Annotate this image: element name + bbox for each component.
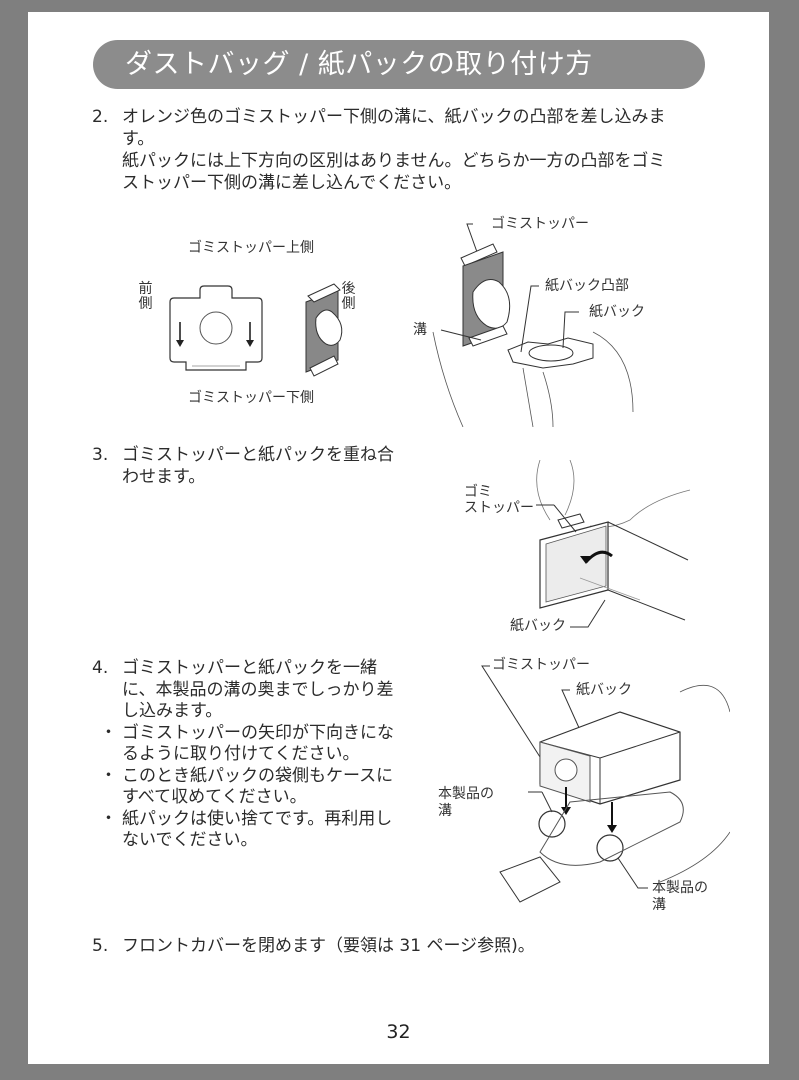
label-stopper: ゴミストッパー bbox=[492, 657, 590, 673]
step-text: し込みます。 bbox=[122, 701, 223, 721]
step-text: す。 bbox=[122, 129, 155, 149]
step-number: 5. bbox=[92, 936, 109, 956]
step-number: 2. bbox=[92, 107, 109, 127]
insert-tab-illustration-icon bbox=[432, 223, 634, 427]
note-text: ないでください。 bbox=[122, 830, 258, 850]
bullet-dot: ・ bbox=[100, 808, 117, 829]
label-bag-tab: 紙バック凸部 bbox=[545, 278, 629, 294]
step-5: 5. フロントカバーを閉めます（要領は 31 ページ参照)。 bbox=[92, 935, 732, 957]
step-text: に、本製品の溝の奥までしっかり差 bbox=[122, 679, 394, 700]
step-3: 3. ゴミストッパーと紙パックを重ね合 わせます。 bbox=[92, 444, 422, 488]
note-item: ・ 紙パックは使い捨てです。再利用し ないでください。 bbox=[100, 808, 432, 852]
label-bag: 紙バック bbox=[576, 682, 632, 698]
figure-stopper-orientation: ゴミストッパー上側 前 側 後 側 ゴミストッパー下側 bbox=[138, 240, 388, 420]
label-stopper: ゴミストッパー bbox=[491, 216, 589, 232]
label-char: 側 bbox=[138, 296, 153, 312]
note-text: るように取り付けてください。 bbox=[122, 744, 360, 764]
note-text: すべて収めてください。 bbox=[122, 787, 307, 807]
figure-insert-bag-tab: ゴミストッパー 紙バック凸部 紙バック 溝 bbox=[403, 212, 703, 427]
step-number: 4. bbox=[92, 658, 109, 678]
label-bag: 紙バック bbox=[510, 618, 566, 634]
label-front-side: 前 側 bbox=[138, 282, 153, 312]
label-stopper-bottom: ゴミストッパー下側 bbox=[188, 390, 314, 406]
stopper-diagram-icon bbox=[169, 283, 343, 377]
figure-insert-into-product: ゴミストッパー 紙バック 本製品の 溝 本製品の 溝 bbox=[430, 652, 730, 922]
page-number: 32 bbox=[386, 1021, 411, 1043]
note-item: ・ このとき紙パックの袋側もケースに すべて収めてください。 bbox=[100, 765, 432, 809]
step-text: フロントカバーを閉めます（要領は 31 ページ参照)。 bbox=[122, 936, 535, 956]
label-groove-left-l1: 本製品の bbox=[438, 786, 494, 802]
step-text: ゴミストッパーと紙パックを重ね合 bbox=[122, 445, 394, 465]
label-char: 側 bbox=[341, 296, 356, 312]
label-back-side: 後 側 bbox=[341, 282, 356, 312]
label-groove: 溝 bbox=[413, 322, 427, 338]
note-text: ゴミストッパーの矢印が下向きにな bbox=[122, 722, 394, 743]
label-groove-right-l1: 本製品の bbox=[652, 880, 708, 896]
step-text: オレンジ色のゴミストッパー下側の溝に、紙バックの凸部を差し込みま bbox=[122, 107, 666, 127]
step-text: ゴミストッパーと紙パックを一緒 bbox=[122, 658, 377, 678]
section-title: ダストバッグ / 紙パックの取り付け方 bbox=[93, 40, 705, 89]
bullet-dot: ・ bbox=[100, 765, 117, 786]
step-2: 2. オレンジ色のゴミストッパー下側の溝に、紙バックの凸部を差し込みま す。 紙… bbox=[92, 106, 732, 194]
label-stopper-l2: ストッパー bbox=[464, 500, 534, 516]
insert-product-illustration-icon bbox=[481, 665, 730, 903]
note-text: 紙パックは使い捨てです。再利用し bbox=[122, 808, 393, 829]
step-4: 4. ゴミストッパーと紙パックを一緒 に、本製品の溝の奥までしっかり差 し込みま… bbox=[92, 658, 432, 852]
step-text: わせます。 bbox=[122, 467, 206, 487]
step-number: 3. bbox=[92, 445, 109, 465]
label-groove-right-l2: 溝 bbox=[652, 897, 666, 913]
label-stopper-top: ゴミストッパー上側 bbox=[188, 240, 314, 256]
step-text: ストッパー下側の溝に差し込んでください。 bbox=[122, 173, 462, 193]
note-text: このとき紙パックの袋側もケースに bbox=[122, 765, 394, 786]
overlap-illustration-icon bbox=[536, 460, 691, 628]
notes-list: ・ ゴミストッパーの矢印が下向きにな るように取り付けてください。 ・ このとき… bbox=[100, 722, 432, 852]
label-char: 後 bbox=[341, 281, 356, 297]
label-bag: 紙バック bbox=[589, 304, 645, 320]
figure-overlap-stopper-bag: ゴミ ストッパー 紙バック bbox=[430, 460, 700, 645]
note-item: ・ ゴミストッパーの矢印が下向きにな るように取り付けてください。 bbox=[100, 722, 432, 766]
step-text: 紙パックには上下方向の区別はありません。どちらか一方の凸部をゴミ bbox=[122, 151, 666, 171]
label-char: 前 bbox=[138, 281, 153, 297]
label-stopper-l1: ゴミ bbox=[464, 484, 492, 500]
bullet-dot: ・ bbox=[100, 722, 117, 743]
manual-page: ダストバッグ / 紙パックの取り付け方 2. オレンジ色のゴミストッパー下側の溝… bbox=[28, 12, 769, 1064]
label-groove-left-l2: 溝 bbox=[438, 803, 452, 819]
